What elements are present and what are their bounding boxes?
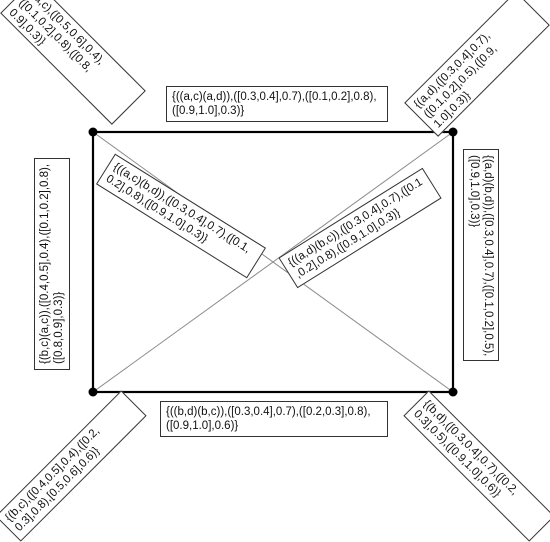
rectangle-edges [91,130,455,394]
vertex-top-right [448,127,458,137]
label-line: {((a,c)(a,d)),([0.3,0.4],0.7),([0.1,0.2]… [172,91,377,103]
vertex-bottom-right [448,387,458,397]
vertex-bottom-left [88,387,98,397]
vertex-top-left [88,127,98,137]
diagonal-edge-tr-bl [92,131,454,393]
edge-label-bottom: {((b,d)(b,c)),([0.3,0.4],0.7),([0.2,0.3]… [160,401,388,437]
edge-label-left: {(b,c)(a,c)),([0.4,0.5],0.4),([0.1,0.2],… [34,158,70,370]
label-line: {(b,c)(a,c)),([0.4,0.5],0.4),([0.1,0.2],… [39,163,51,364]
label-line: ([0.9,1.0],0.3)} [172,105,245,117]
label-line: ([0.9,1.0],0.3)} [468,155,480,228]
label-line: ([0.8,0.9],0.3)} [53,291,65,364]
label-line: {((b,d)(b,c)),([0.3,0.4],0.7),([0.2,0.3]… [166,406,371,418]
edge-label-right: {(a,d)(b,d)),([0.3,0.4],0.7),([0.1,0.2],… [463,149,499,361]
label-line: {(a,d)(b,d)),([0.3,0.4],0.7),([0.1,0.2],… [482,155,494,357]
label-line: ([0.9,1.0],0.6)} [166,420,239,432]
edge-label-top: {((a,c)(a,d)),([0.3,0.4],0.7),([0.1,0.2]… [166,86,388,122]
